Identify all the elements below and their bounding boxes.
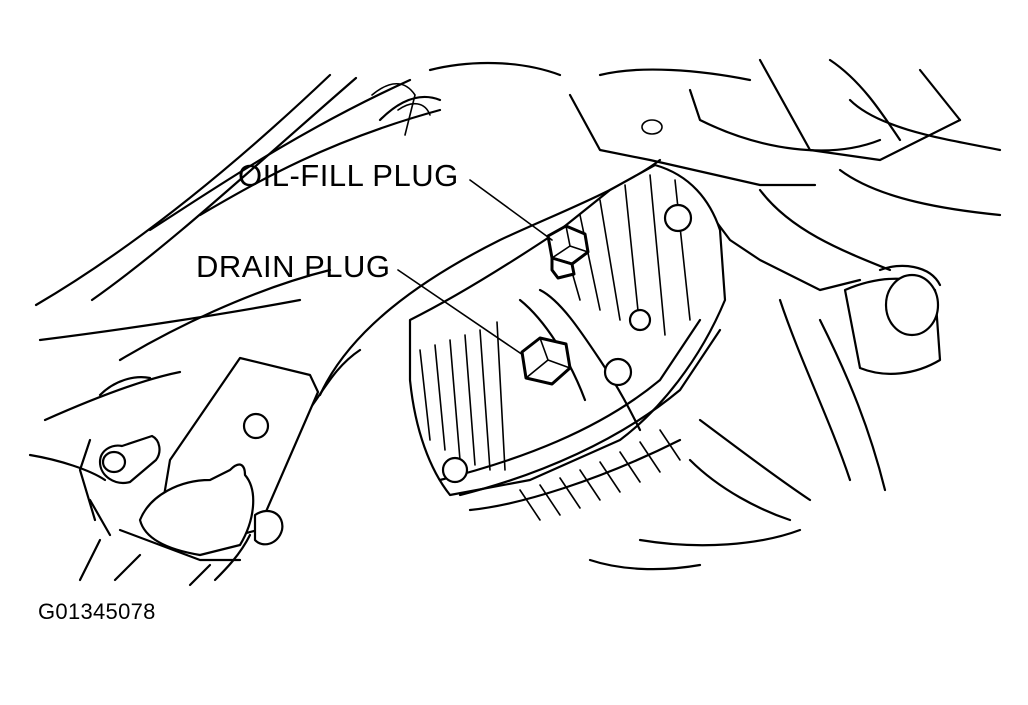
drain-leader [397, 269, 524, 356]
oil-fill-leader [469, 179, 553, 241]
drain-plug-label: DRAIN PLUG [196, 249, 391, 284]
left-bracket [78, 356, 320, 587]
leader-lines [397, 179, 553, 356]
oil-fill-plug [546, 224, 590, 280]
figure-code: G01345078 [38, 599, 156, 624]
chassis-lines [28, 61, 562, 482]
oil-pan [408, 163, 727, 521]
oil-fill-plug-label: OIL-FILL PLUG [238, 158, 459, 193]
drain-plug [520, 336, 572, 386]
